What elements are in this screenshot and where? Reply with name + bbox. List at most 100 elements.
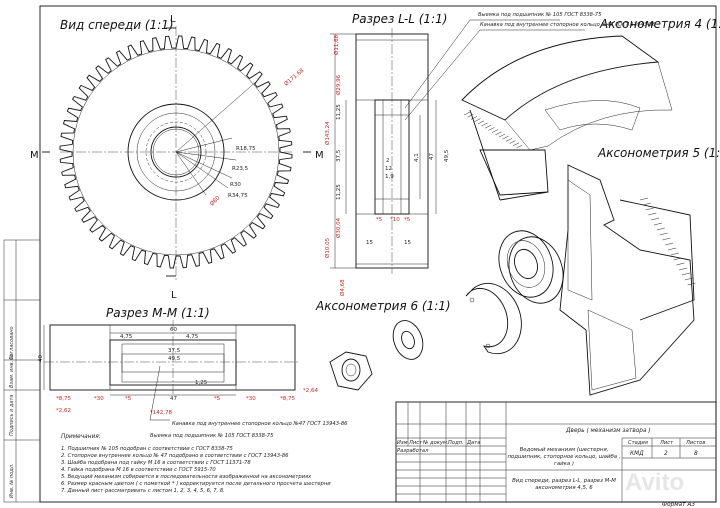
- axo4-view: [461, 35, 673, 201]
- ll-dim-d2: Ø143,24: [324, 121, 331, 145]
- mm-dim-375: 37,5: [168, 348, 181, 354]
- ll-dim-b1: *5: [376, 217, 383, 223]
- ll-note-bearing: Выемка под подшипник № 105 ГОСТ 8338-75: [478, 12, 602, 18]
- note-item: 7. Данный лист рассматривать с листом 1,…: [61, 488, 225, 494]
- notes-block: Примечания: 1. Подшипник № 105 подобран …: [61, 434, 331, 494]
- tb-col-ndoc: № докум.: [422, 440, 449, 446]
- mm-dim-r2: *142,78: [150, 410, 172, 416]
- ll-dim-d6: Ø30,04: [335, 217, 342, 238]
- mm-note-ring: Канавка под внутреннее стопорное кольцо …: [172, 421, 348, 427]
- ll-dim-w3: 1,9: [385, 174, 394, 180]
- tb-stage-header: Стадия: [628, 440, 648, 446]
- tb-col-izm: Изм: [397, 440, 408, 446]
- axo4-title: Аксонометрия 4 (1:1): [599, 17, 720, 31]
- note-item: 6. Размер красным цветом ( с пометкой * …: [61, 481, 331, 487]
- tb-list-header: Лист: [659, 440, 674, 446]
- mm-note-bearing: Выемка под подшипник № 105 ГОСТ 8338-75: [150, 433, 274, 439]
- side-label-inv: Инв. № подл.: [9, 464, 15, 499]
- dim-r1: R18,75: [236, 146, 256, 152]
- bearing-outer: [508, 236, 564, 304]
- ll-dim-b4: 15: [366, 240, 373, 246]
- front-view-title: Вид спереди (1:1): [60, 18, 174, 32]
- ll-dim-d3: 11,25: [336, 104, 342, 120]
- dim-outer-dia: Ø171,68: [283, 67, 306, 88]
- mm-dim-475b: 4,75: [186, 334, 199, 340]
- mm-dim-r3: *2,64: [303, 388, 318, 394]
- axo6-title: Аксонометрия 6 (1:1): [315, 299, 451, 313]
- section-mark-m-left: M: [30, 150, 39, 161]
- ll-dim-b5: 15: [404, 240, 411, 246]
- ll-dim-d1: Ø29,96: [335, 74, 342, 95]
- ll-dim-d5: 11,25: [336, 184, 342, 200]
- section-mark-m-right: M: [315, 150, 324, 161]
- ll-dim-d4: 37,5: [336, 149, 342, 162]
- ll-dim-b2: *10: [390, 217, 400, 223]
- tb-format: Формат А3: [662, 502, 695, 508]
- retaining-ring: [465, 282, 522, 355]
- mm-dim-b6: *8,75: [280, 396, 295, 402]
- mm-dim-b2: *30: [94, 396, 104, 402]
- mm-dim-495: 49,5: [168, 356, 181, 362]
- mm-dim-b1: *8,75: [56, 396, 71, 402]
- side-strip: Согласовано Взам. инв. № Подпись и дата …: [3, 239, 41, 503]
- ll-dim-d7: Ø10,05: [324, 237, 331, 258]
- mm-dim-475a: 4,75: [120, 334, 133, 340]
- note-item: 4. Гайка подобрана М 16 в соответствии с…: [61, 467, 216, 473]
- axo5-title: Аксонометрия 5 (1:1): [597, 146, 720, 160]
- tb-col-podp: Подп.: [448, 440, 464, 446]
- note-item: 2. Стопорное внутреннее кольцо № 47 подо…: [61, 453, 289, 459]
- tb-col-data: Дата: [466, 440, 480, 446]
- watermark-logo: Avito: [625, 469, 684, 496]
- tb-list: 2: [664, 451, 668, 457]
- section-mm-title: Разрез M-M (1:1): [106, 306, 210, 320]
- ll-dim-h1: 4,1: [414, 153, 420, 162]
- bearing-balls-ring: [506, 240, 546, 288]
- ll-dim-w1: 2: [386, 158, 390, 164]
- tb-listov: 8: [694, 451, 698, 457]
- mm-dim-47: 47: [170, 396, 177, 402]
- ll-note-ring: Канавка под внутреннее стопорное кольцо …: [480, 22, 656, 28]
- dim-inner-dia: Ø80: [208, 194, 221, 207]
- mm-dim-r1: *2,62: [56, 408, 71, 414]
- section-mark-l-bottom: L: [171, 290, 177, 301]
- tb-views-title: Вид спереди, разрез L-L, разрез M-M аксо…: [512, 478, 616, 491]
- dim-r3: R30: [230, 182, 241, 188]
- title-block: Дверь ( механизм затвора ) Изм Лист № до…: [395, 401, 717, 508]
- tb-project: Дверь ( механизм затвора ): [565, 428, 651, 434]
- ll-dim-h2: 47: [429, 153, 435, 160]
- ll-dim-h3: 49,5: [444, 149, 450, 162]
- dim-r4: R34,75: [228, 193, 248, 199]
- section-ll-title: Разрез L-L (1:1): [352, 12, 447, 26]
- mm-dim-b4: *5: [214, 396, 221, 402]
- side-label-soglasovano: Согласовано: [9, 326, 15, 360]
- section-ll: Ø11,68 Ø29,96 Ø143,24 11,25 37,5 11,25 Ø…: [324, 12, 656, 296]
- section-mark-l-top: L: [170, 14, 176, 25]
- mm-dim-b3: *5: [125, 396, 132, 402]
- mm-dim-b5: *30: [246, 396, 256, 402]
- tb-row-razrab: Разработал: [397, 448, 429, 454]
- tb-listov-header: Листов: [685, 440, 705, 446]
- note-item: 5. Ведущий механизм собирается в последо…: [61, 474, 312, 480]
- ll-dim-w2: 12: [385, 166, 392, 172]
- axo5-view: [559, 164, 696, 396]
- washer: [392, 320, 424, 360]
- tb-doc-title: Ведомый механизм (шестерня, подшипник, с…: [507, 447, 621, 467]
- tb-col-list: Лист: [408, 440, 423, 446]
- dim-r2: R23,5: [232, 166, 249, 172]
- front-view: L L M M Ø171,68 R18,75 R23,5 R30 R34,75 …: [30, 14, 324, 301]
- nut: [329, 351, 373, 391]
- axo6-view: [329, 230, 564, 391]
- mm-dim-125: 1,25: [195, 380, 208, 386]
- bearing-inner: [514, 248, 538, 280]
- mm-dim-40: 40: [38, 355, 44, 362]
- tb-doc-title-box: Ведомый механизм (шестерня, подшипник, с…: [507, 447, 621, 467]
- side-label-podpis: Подпись и дата: [9, 395, 15, 436]
- bearing-face: [498, 230, 554, 298]
- tb-stage: КМД: [630, 451, 644, 457]
- ll-dim-d8: Ø4,68: [339, 279, 346, 296]
- ll-dim-top: Ø11,68: [333, 34, 340, 55]
- notes-heading: Примечания:: [61, 434, 101, 440]
- ll-dim-b3: *5: [404, 217, 411, 223]
